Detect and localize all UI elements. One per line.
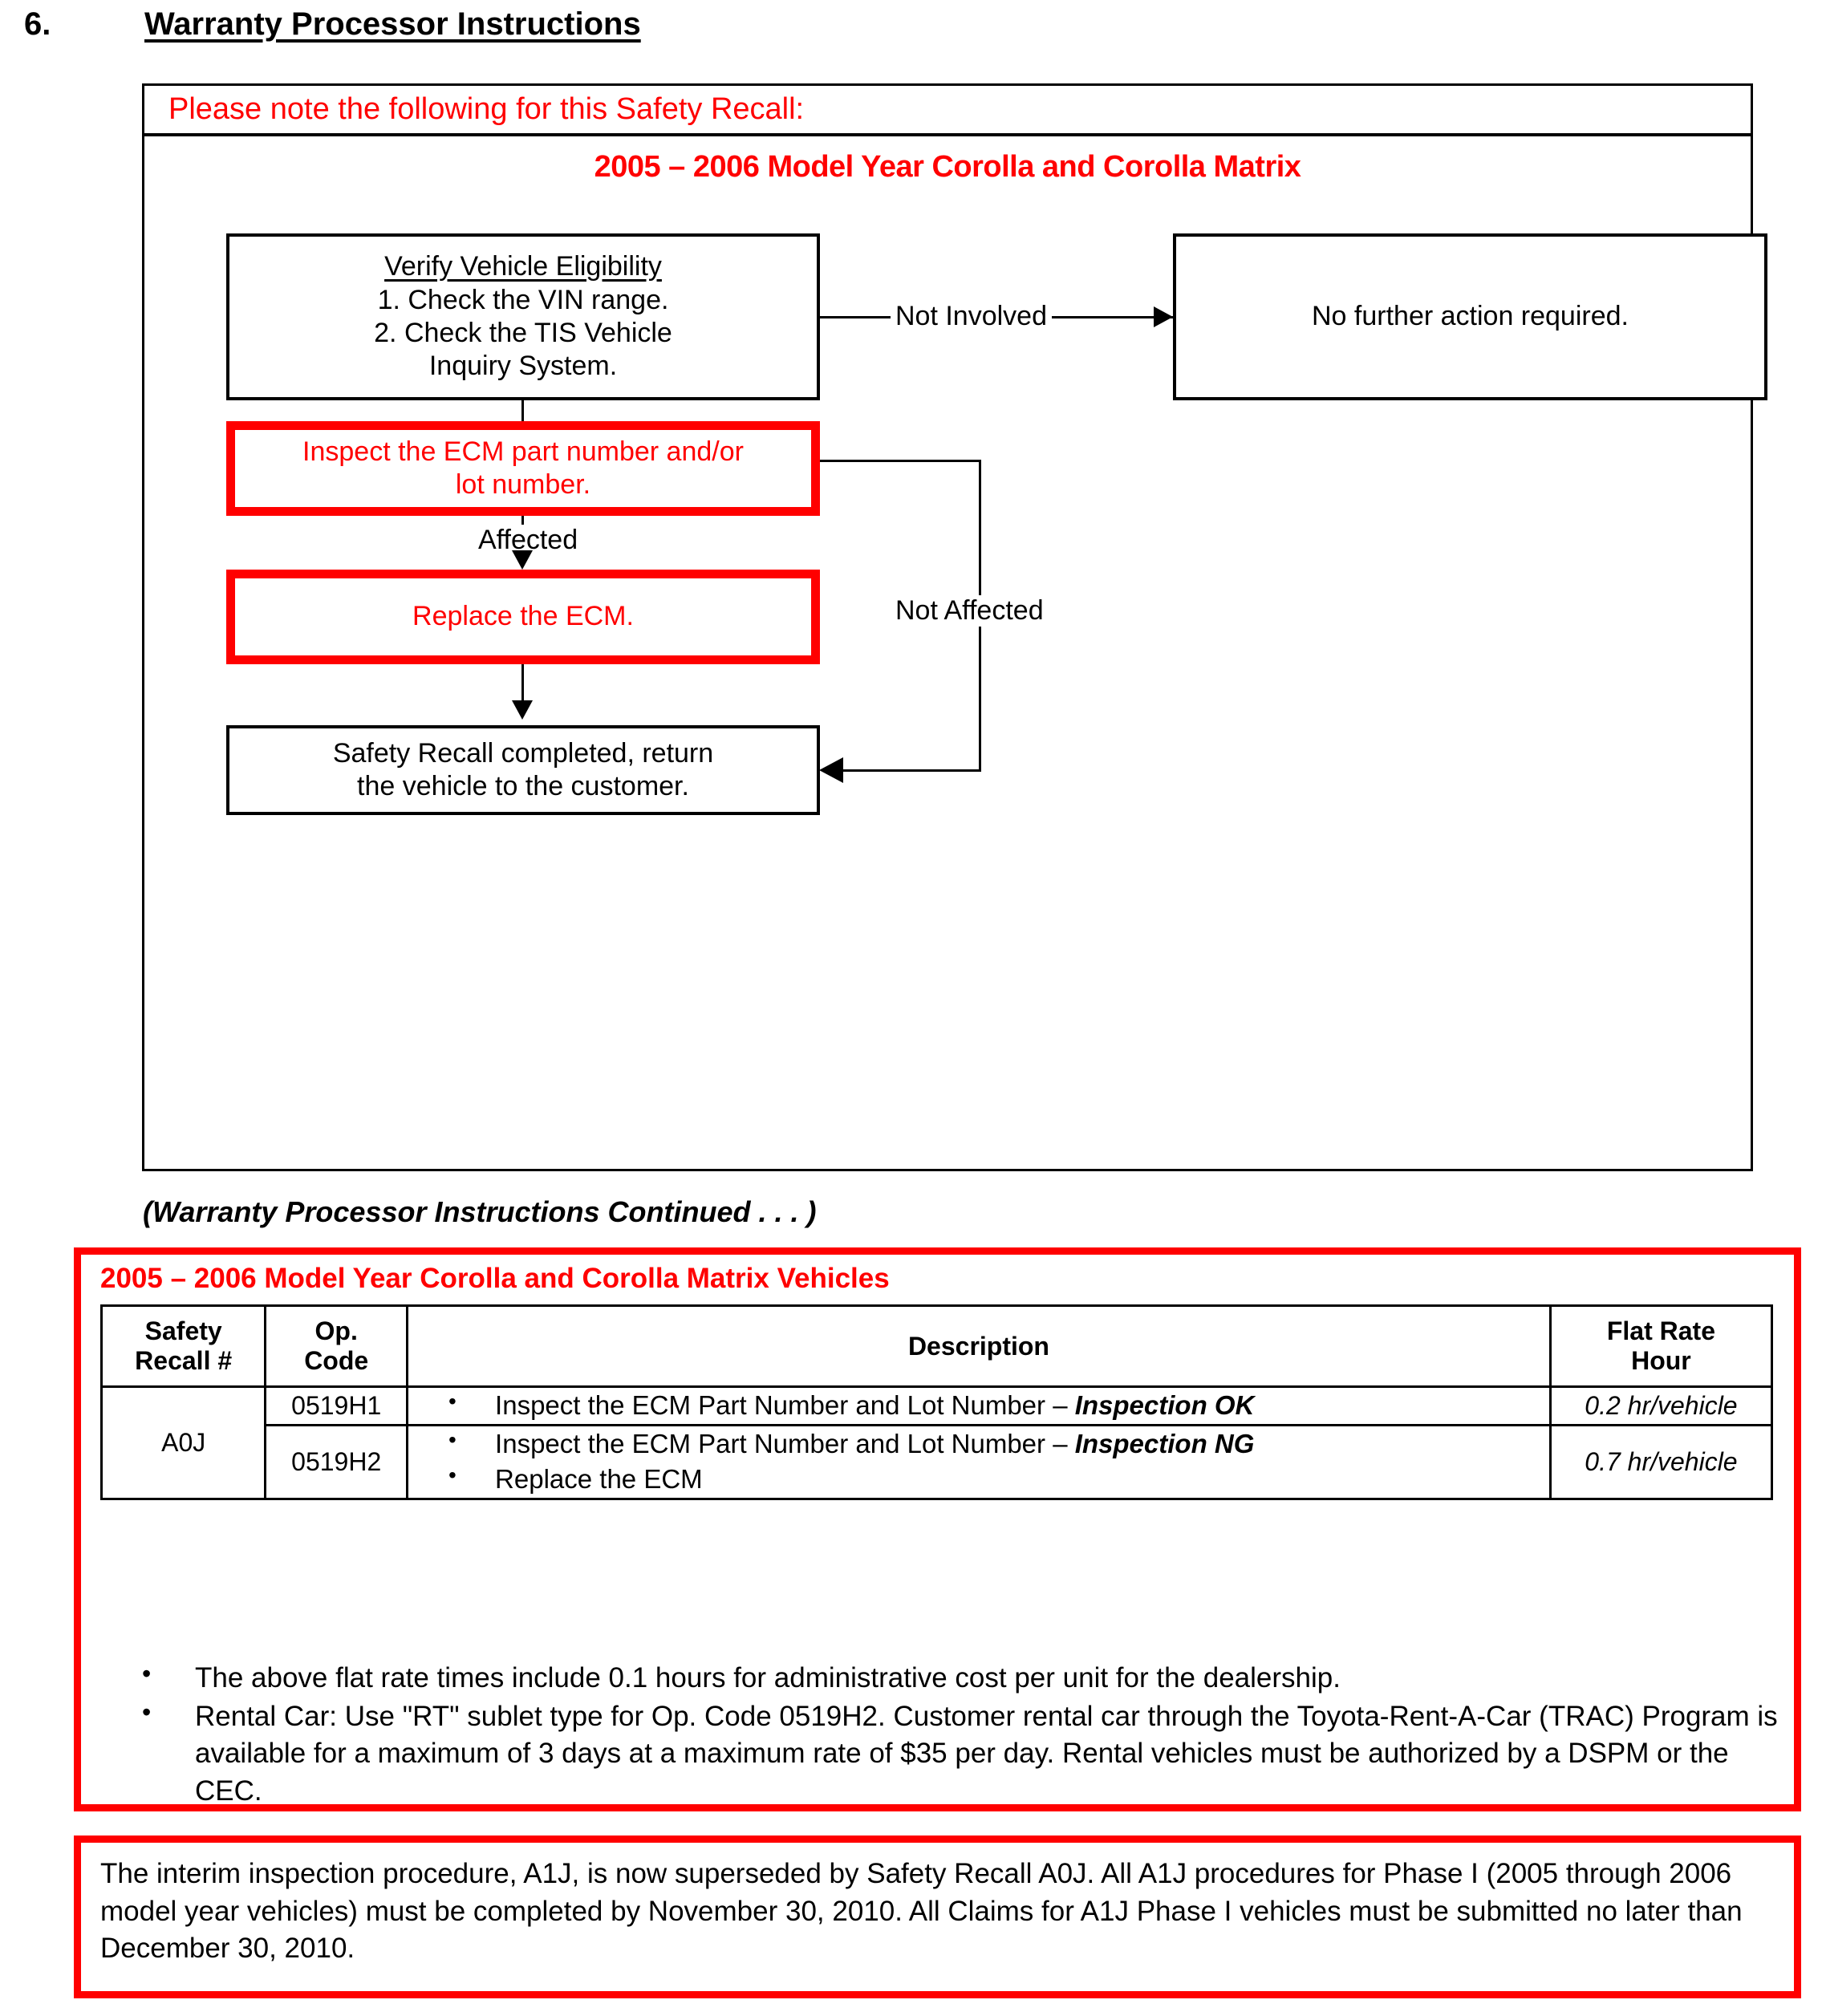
cell-description-row-2: Inspect the ECM Part Number and Lot Numb… [406, 1423, 1552, 1500]
section-number: 6. [24, 6, 51, 42]
column-header-op-code-line-1: Op. [314, 1316, 358, 1346]
connector-not-involved-arrowhead [1154, 306, 1173, 327]
inspect-ecm-line-1: Inspect the ECM part number and/or [302, 436, 744, 467]
no-further-action-text: No further action required. [1312, 301, 1629, 332]
replace-ecm-text: Replace the ECM. [412, 601, 634, 632]
table-row: 0519H2 Inspect the ECM Part Number and L… [102, 1423, 1774, 1500]
section-heading: 6. Warranty Processor Instructions [24, 6, 1789, 55]
claims-box-title: 2005 – 2006 Model Year Corolla and Corol… [100, 1263, 890, 1294]
column-header-flat-rate-hour: Flat Rate Hour [1548, 1304, 1774, 1388]
cell-flat-rate-row-1: 0.2 hr/vehicle [1548, 1385, 1774, 1426]
column-header-op-code: Op. Code [264, 1304, 409, 1388]
safety-recall-completed-line-1: Safety Recall completed, return [332, 737, 714, 769]
edge-label-not-involved: Not Involved [891, 301, 1052, 332]
cell-description-row-1: Inspect the ECM Part Number and Lot Numb… [406, 1385, 1552, 1426]
model-year-heading: 2005 – 2006 Model Year Corolla and Corol… [594, 150, 1301, 184]
safety-recall-completed-line-2: the vehicle to the customer. [357, 771, 689, 801]
inspect-ecm-content: Inspect the ECM part number and/or lot n… [302, 436, 744, 502]
verify-eligibility-content: Verify Vehicle Eligibility 1. Check the … [229, 250, 817, 383]
flow-box-no-further-action: No further action required. [1173, 233, 1767, 400]
cell-op-code-row-2: 0519H2 [264, 1423, 409, 1500]
flow-box-verify-eligibility: Verify Vehicle Eligibility 1. Check the … [226, 233, 820, 400]
connector-replace-to-complete-arrowhead [512, 700, 533, 720]
description-text-plain: Inspect the ECM Part Number and Lot Numb… [495, 1428, 1075, 1458]
list-item: Inspect the ECM Part Number and Lot Numb… [448, 1386, 1549, 1424]
connector-replace-to-complete-line [521, 664, 524, 704]
flow-box-safety-recall-completed: Safety Recall completed, return the vehi… [226, 725, 820, 815]
flowchart-container: Please note the following for this Safet… [142, 83, 1767, 1171]
column-header-flat-rate-line-2: Hour [1631, 1346, 1691, 1375]
claims-notes: The above flat rate times include 0.1 ho… [110, 1657, 1779, 1811]
flow-box-replace-ecm: Replace the ECM. [226, 570, 820, 664]
connector-not-affected-top-line [820, 460, 981, 462]
claims-notes-list: The above flat rate times include 0.1 ho… [110, 1657, 1779, 1810]
description-list-row-1: Inspect the ECM Part Number and Lot Numb… [408, 1386, 1549, 1424]
interim-procedure-notice-box: The interim inspection procedure, A1J, i… [74, 1835, 1801, 1998]
cell-safety-recall-number: A0J [99, 1385, 267, 1500]
table-header-row: Safety Recall # Op. Code Description Fla… [99, 1304, 1774, 1388]
list-item: Replace the ECM [448, 1460, 1549, 1498]
description-text-emphasis: Inspection OK [1074, 1390, 1255, 1420]
list-item: Rental Car: Use "RT" sublet type for Op.… [110, 1695, 1779, 1810]
verify-eligibility-step-1: 1. Check the VIN range. [377, 284, 669, 315]
table-row: A0J 0519H1 Inspect the ECM Part Number a… [99, 1385, 1774, 1500]
inspect-ecm-line-2: lot number. [455, 469, 591, 500]
interim-procedure-notice-text: The interim inspection procedure, A1J, i… [100, 1858, 1743, 1965]
op-code-table: Safety Recall # Op. Code Description Fla… [99, 1304, 1774, 1500]
claims-information-box: 2005 – 2006 Model Year Corolla and Corol… [74, 1247, 1801, 1811]
connector-not-affected-arrowhead [819, 757, 843, 783]
list-item: The above flat rate times include 0.1 ho… [110, 1657, 1779, 1697]
column-header-safety-recall: Safety Recall # [99, 1304, 267, 1388]
flowchart-note-header: Please note the following for this Safet… [144, 86, 1751, 136]
description-list-row-2: Inspect the ECM Part Number and Lot Numb… [408, 1425, 1549, 1498]
column-header-flat-rate-line-1: Flat Rate [1606, 1316, 1715, 1346]
list-item: Inspect the ECM Part Number and Lot Numb… [448, 1425, 1549, 1462]
connector-affected-arrowhead [512, 550, 533, 570]
cell-op-code-row-1: 0519H1 [264, 1385, 409, 1426]
page-title: Warranty Processor Instructions [144, 6, 641, 42]
description-text-emphasis: Inspection NG [1074, 1428, 1255, 1458]
safety-recall-note-text: Please note the following for this Safet… [168, 92, 805, 126]
column-header-safety-recall-line-1: Safety [144, 1316, 222, 1346]
column-header-op-code-line-2: Code [304, 1346, 369, 1375]
cell-flat-rate-row-2: 0.7 hr/vehicle [1548, 1423, 1774, 1500]
flow-box-inspect-ecm: Inspect the ECM part number and/or lot n… [226, 421, 820, 516]
safety-recall-completed-content: Safety Recall completed, return the vehi… [333, 737, 713, 804]
column-header-safety-recall-line-2: Recall # [135, 1346, 233, 1375]
flow-diagram: Verify Vehicle Eligibility 1. Check the … [226, 166, 1781, 1129]
verify-eligibility-step-2: 2. Check the TIS Vehicle [374, 318, 672, 348]
description-text-plain: Inspect the ECM Part Number and Lot Numb… [495, 1390, 1075, 1420]
connector-not-affected-bottom-line [843, 769, 981, 772]
edge-label-not-affected: Not Affected [891, 595, 1049, 627]
continued-caption: (Warranty Processor Instructions Continu… [143, 1195, 817, 1228]
verify-eligibility-title: Verify Vehicle Eligibility [384, 251, 662, 282]
column-header-description: Description [406, 1304, 1552, 1388]
verify-eligibility-step-2-cont: Inquiry System. [428, 351, 618, 382]
description-text-plain: Replace the ECM [495, 1464, 703, 1495]
